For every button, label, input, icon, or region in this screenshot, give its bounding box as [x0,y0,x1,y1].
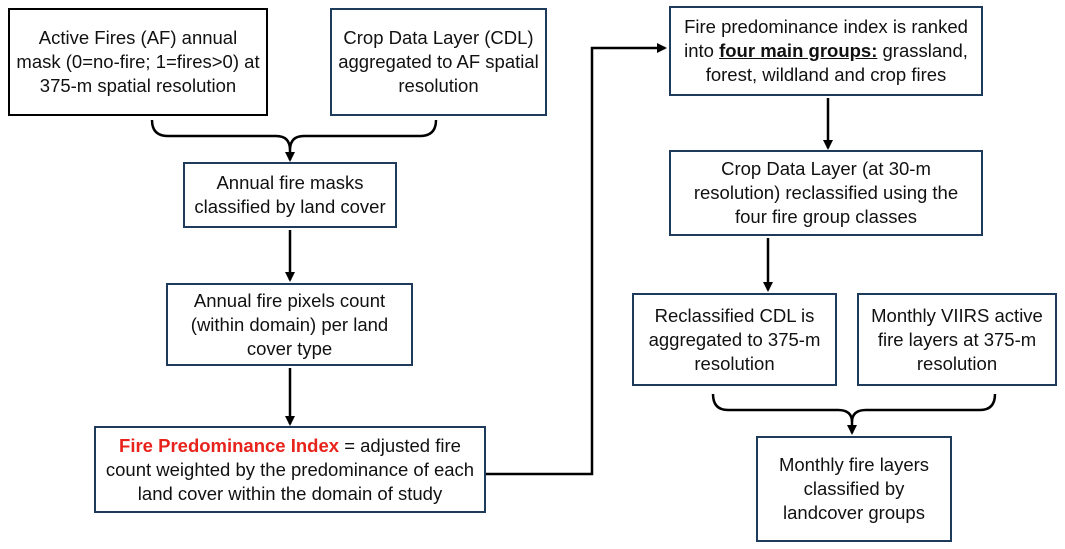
monthly-fire-layers-classified-box: Monthly fire layers classified by landco… [756,436,952,542]
annual-fire-masks-text: Annual fire masks classified by land cov… [194,172,386,217]
fpi-definition-text: = adjusted fire count weighted by the pr… [105,434,475,504]
cdl-30m-reclassified-box: Crop Data Layer (at 30-m resolution) rec… [669,150,983,236]
fire-predominance-index-box: Fire Predominance Index = adjusted fire … [94,426,486,513]
ranked-groups-box: Fire predominance index is ranked into f… [669,6,983,96]
af-annual-mask-text: Active Fires (AF) annual mask (0=no-fire… [16,27,260,96]
monthly-viirs-text: Monthly VIIRS active fire layers at 375-… [871,304,1043,374]
cdl-aggregated-text: Crop Data Layer (CDL) aggregated to AF s… [338,27,539,96]
fpi-highlight-text: Fire Predominance Index [119,434,340,456]
ranked-groups-emphasis: four main groups: [719,40,878,61]
annual-pixel-count-box: Annual fire pixels count (within domain)… [166,283,413,366]
reclassified-cdl-aggregated-text: Reclassified CDL is aggregated to 375-m … [648,304,821,374]
cdl-aggregated-box: Crop Data Layer (CDL) aggregated to AF s… [330,8,547,116]
af-annual-mask-box: Active Fires (AF) annual mask (0=no-fire… [8,8,268,116]
ranked-groups-text-after: grassland, forest, wildland and crop fir… [705,40,968,85]
annual-pixel-count-text: Annual fire pixels count (within domain)… [190,289,389,359]
reclassified-cdl-aggregated-box: Reclassified CDL is aggregated to 375-m … [632,293,837,386]
bracket-bottom-right [711,393,997,423]
monthly-fire-layers-classified-text: Monthly fire layers classified by landco… [778,454,930,523]
cdl-30m-reclassified-text: Crop Data Layer (at 30-m resolution) rec… [693,158,959,227]
bracket-top-left [150,119,438,151]
ranked-groups-text-before: Fire predominance index is ranked into [684,16,968,61]
arrow-fpi-to-ranked [486,43,667,476]
annual-fire-masks-box: Annual fire masks classified by land cov… [183,162,397,228]
monthly-viirs-box: Monthly VIIRS active fire layers at 375-… [857,293,1057,386]
